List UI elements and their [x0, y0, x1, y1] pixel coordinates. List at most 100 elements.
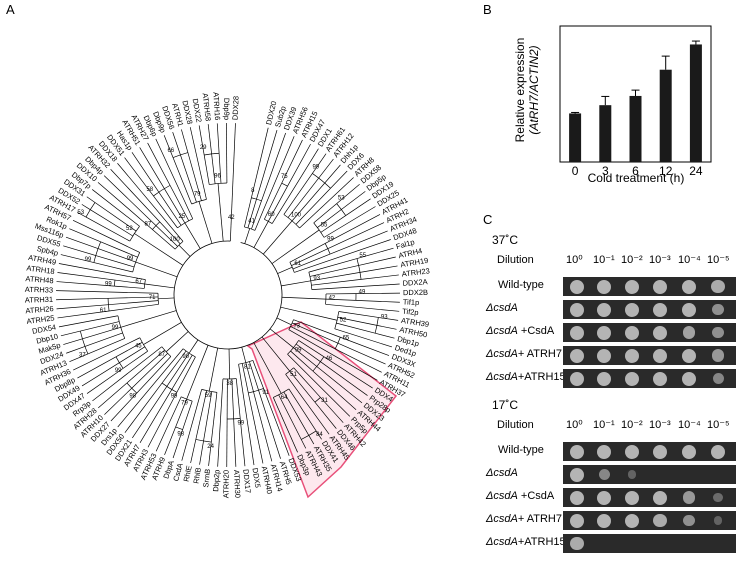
- plate-row: [563, 277, 736, 296]
- colony-spot: [597, 513, 611, 528]
- bar: [629, 95, 642, 162]
- tree-branch: [281, 280, 311, 287]
- bootstrap-label: 99: [312, 164, 319, 170]
- bootstrap-label: 100: [291, 212, 302, 218]
- tree-branch: [241, 347, 247, 363]
- tree-branch: [203, 154, 210, 185]
- tree-branch: [310, 272, 361, 282]
- colony-spot: [653, 325, 667, 340]
- tree-branch: [93, 262, 133, 273]
- tree-branch: [311, 279, 362, 286]
- tree-branch: [269, 328, 294, 348]
- tree-leaf-branch: [330, 170, 348, 189]
- tree-leaf-branch: [110, 169, 161, 223]
- tree-branch: [187, 152, 202, 201]
- strain-label: ΔcsdA +CsdA: [486, 490, 555, 502]
- tree-leaf-branch: [69, 228, 101, 243]
- phylogenetic-tree: DDX20Sub2pDDX39ATRH56ATRH15DDX47DDX1ATRH…: [25, 92, 430, 499]
- tree-leaf-branch: [329, 230, 388, 255]
- tree-leaf-branch: [254, 136, 295, 231]
- bar: [599, 105, 612, 162]
- tree-branch: [152, 229, 176, 250]
- panel-c-label: C: [483, 212, 493, 227]
- strain-label: ΔcsdA+ATRH15: [486, 536, 566, 548]
- tree-leaf-branch: [312, 153, 327, 174]
- tree-leaf-branch: [181, 389, 203, 461]
- tree-branch: [195, 390, 208, 440]
- tree-leaf-branch: [117, 163, 184, 242]
- tree-branch: [244, 228, 251, 244]
- colony-spot: [625, 279, 639, 294]
- tree-leaf-branch: [233, 418, 237, 467]
- tree-branch: [228, 348, 230, 379]
- colony-spot: [653, 490, 667, 505]
- bootstrap-label: 8: [251, 188, 255, 194]
- bootstrap-label: 42: [329, 295, 336, 301]
- tree-branch-arc: [152, 221, 160, 230]
- tree-leaf-branch: [103, 175, 157, 226]
- plate-row: [563, 488, 736, 507]
- bar: [689, 44, 702, 163]
- tree-branch: [198, 201, 213, 244]
- tree-branch: [281, 296, 326, 300]
- colony-spot: [682, 491, 696, 504]
- plate-row: [563, 300, 736, 319]
- tree-branch-arc: [107, 298, 110, 312]
- colony-spot: [570, 536, 584, 551]
- tree-root-arc: [173, 240, 283, 350]
- tree-leaf-branch: [287, 354, 351, 417]
- chart-y-axis-label-line2: (AtRH7/ACTIN2): [527, 45, 541, 134]
- gene-label: ATRH48: [25, 274, 54, 285]
- tree-leaf-branch: [63, 245, 96, 256]
- dilution-header: Dilution: [497, 254, 534, 266]
- tree-leaf-branch: [60, 254, 94, 263]
- tree-branch: [210, 392, 218, 443]
- tree-branch: [289, 243, 326, 263]
- tree-leaf-branch: [376, 325, 397, 330]
- tree-branch: [115, 342, 143, 358]
- tree-branch: [155, 225, 178, 247]
- dilution-value: 10⁻⁴: [678, 254, 701, 266]
- tree-branch-arc: [314, 397, 321, 403]
- colony-spot: [597, 302, 611, 317]
- colony-spot: [598, 469, 610, 480]
- tree-branch: [244, 197, 252, 228]
- bootstrap-label: 99: [171, 394, 178, 400]
- tree-leaf-branch: [324, 164, 341, 184]
- gene-label: DDX17: [241, 469, 252, 494]
- tree-branch-arc: [114, 280, 116, 287]
- gene-label: RhlE: [182, 465, 194, 483]
- tree-branch-arc: [153, 185, 171, 197]
- tree-leaf-branch: [239, 418, 246, 467]
- colony-spot: [625, 371, 639, 386]
- bootstrap-label: 65: [343, 335, 350, 341]
- bootstrap-label: 61: [294, 261, 301, 267]
- tree-leaf-branch: [77, 356, 117, 379]
- tree-leaf-branch: [337, 342, 386, 365]
- tree-leaf-branch: [189, 127, 207, 200]
- tree-leaf-branch: [323, 356, 373, 389]
- tree-branch: [172, 157, 192, 205]
- tree-leaf-branch: [139, 389, 173, 443]
- dilution-value: 10⁻⁵: [707, 419, 730, 431]
- colony-spot: [597, 348, 611, 363]
- bootstrap-label: 99: [115, 368, 122, 374]
- tree-leaf-branch: [325, 303, 400, 312]
- bootstrap-label: 96: [214, 173, 221, 179]
- tree-branch: [295, 343, 321, 362]
- tree-branch-arc: [281, 182, 288, 187]
- tree-branch: [109, 303, 159, 312]
- tree-branch: [241, 363, 249, 393]
- tree-leaf-branch: [272, 397, 298, 453]
- tree-leaf-branch: [198, 125, 205, 156]
- colony-spot: [625, 348, 639, 363]
- tree-leaf-branch: [104, 387, 132, 415]
- tree-branch: [80, 321, 120, 332]
- tree-branch: [229, 225, 232, 242]
- tree-branch-arc: [312, 356, 325, 372]
- x-tick-label: 3: [602, 164, 609, 178]
- colony-spot: [712, 373, 724, 384]
- tree-branch-arc: [227, 418, 241, 420]
- tree-leaf-branch: [163, 135, 174, 158]
